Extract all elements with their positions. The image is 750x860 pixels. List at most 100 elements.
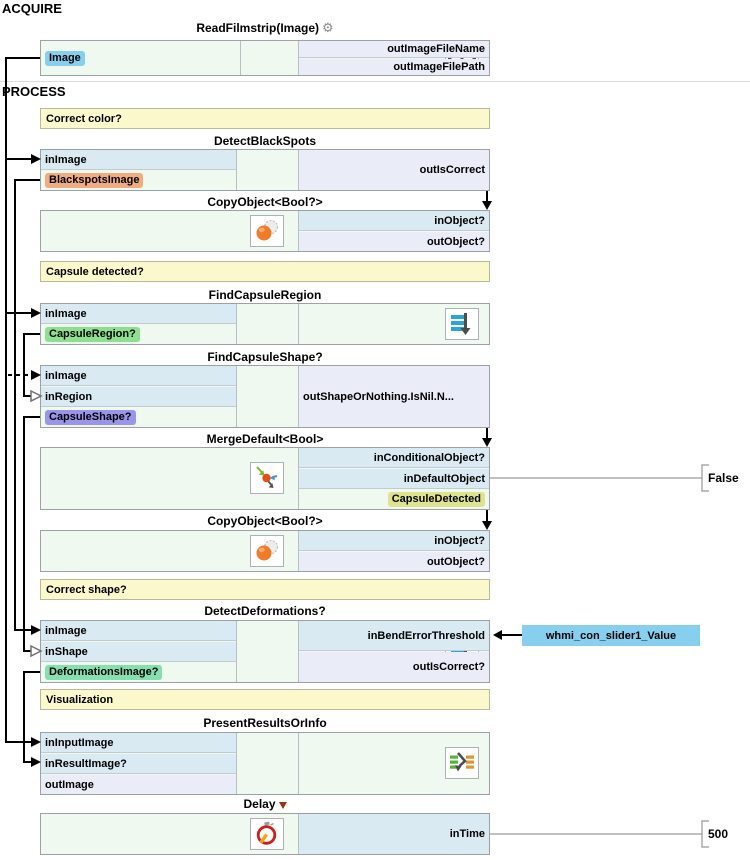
output-label-row[interactable]: CapsuleShape?	[41, 408, 236, 427]
port-label: inConditionalObject?	[373, 451, 485, 464]
input-port-row[interactable]: inDefaultObject	[299, 469, 489, 489]
wire-capsule-region	[23, 333, 40, 397]
filter-title-text: ReadFilmstrip(Image)	[196, 21, 320, 35]
wire-blackspots-image	[14, 179, 40, 631]
port-cell-image: Image	[41, 41, 241, 75]
output-label-row[interactable]: DeformationsImage?	[41, 663, 236, 682]
comment-capsule-detected[interactable]: Capsule detected?	[40, 261, 490, 282]
filter-title-copy-object-1[interactable]: CopyObject<Bool?>	[207, 195, 323, 209]
filter-block-find-capsule-region[interactable]: inImage CapsuleRegion?	[40, 303, 490, 345]
output-port-capsule-detected[interactable]: CapsuleDetected	[387, 492, 485, 507]
section-header-process: PROCESS	[2, 84, 66, 99]
macrofilter-steps-icon	[445, 308, 479, 340]
port-label: inInputImage	[45, 736, 114, 749]
input-port-row[interactable]: inObject?	[299, 531, 489, 551]
filter-title-find-capsule-region[interactable]: FindCapsuleRegion	[208, 288, 322, 302]
filter-block-present-results[interactable]: inInputImage inResultImage? outImage	[40, 732, 490, 795]
input-port-row[interactable]: inObject?	[299, 211, 489, 231]
filter-title-merge-default[interactable]: MergeDefault<Bool>	[206, 432, 324, 446]
filter-block-detect-deformations[interactable]: inImage inShape DeformationsImage? inBen…	[40, 620, 490, 683]
output-port-row[interactable]: outIsCorrect?	[299, 652, 489, 682]
icon-cell	[41, 531, 298, 571]
input-port-row[interactable]: inConditionalObject?	[299, 448, 489, 468]
input-ports: inImage inRegion CapsuleShape?	[41, 366, 237, 427]
output-port-capsule-shape[interactable]: CapsuleShape?	[45, 410, 136, 425]
port-label: inImage	[45, 153, 87, 166]
input-ports: inImage CapsuleRegion?	[41, 304, 237, 344]
input-port-row[interactable]: inBendErrorThreshold	[299, 621, 489, 651]
output-label-row[interactable]: BlackspotsImage	[41, 171, 236, 190]
section-divider	[0, 81, 750, 82]
output-port-blackspots-image[interactable]: BlackspotsImage	[45, 173, 144, 188]
input-port-row[interactable]: inImage	[41, 304, 236, 324]
icon-cell	[41, 814, 298, 854]
input-port-row[interactable]: inImage	[41, 150, 236, 170]
port-label: inImage	[45, 307, 87, 320]
output-ports	[298, 304, 489, 344]
output-port-deformations-image[interactable]: DeformationsImage?	[45, 665, 163, 680]
port-label: inShape	[45, 645, 88, 658]
filter-title-copy-object-2[interactable]: CopyObject<Bool?>	[207, 514, 323, 528]
port-label: inDefaultObject	[403, 472, 485, 485]
output-port-row[interactable]: outShapeOrNothing.IsNil.N...	[299, 366, 489, 427]
stopwatch-icon	[250, 818, 284, 850]
port-label: outShapeOrNothing.IsNil.N...	[303, 390, 454, 403]
filter-title-detect-black-spots[interactable]: DetectBlackSpots	[213, 134, 317, 148]
variant-merge-lists-icon	[445, 747, 479, 779]
output-port-row[interactable]: outObject?	[299, 552, 489, 571]
port-label: inObject?	[434, 214, 485, 227]
input-port-row[interactable]: inInputImage	[41, 733, 236, 753]
hmi-slider-reference[interactable]: whmi_con_slider1_Value	[522, 625, 700, 646]
filter-title-delay[interactable]: Delay	[40, 797, 490, 811]
input-port-row[interactable]: inTime	[299, 814, 489, 854]
gear-icon[interactable]: ⚙	[322, 20, 334, 36]
output-port-capsule-region[interactable]: CapsuleRegion?	[45, 327, 140, 342]
copy-object-spheres-icon	[250, 535, 284, 567]
comment-visualization[interactable]: Visualization	[40, 689, 490, 710]
port-label: inImage	[45, 624, 87, 637]
constant-value-delay[interactable]: 500	[708, 827, 729, 841]
filter-block-detect-black-spots[interactable]: inImage BlackspotsImage outIsCorrect	[40, 149, 490, 191]
output-port-row[interactable]: outImage	[41, 775, 236, 794]
input-port-row[interactable]: inImage	[41, 366, 236, 386]
port-label: inBendErrorThreshold	[367, 629, 485, 642]
output-label-row[interactable]: CapsuleRegion?	[41, 325, 236, 344]
filter-title-present-results[interactable]: PresentResultsOrInfo	[203, 716, 327, 730]
filter-block-delay[interactable]: inTime	[40, 813, 490, 855]
comment-correct-color[interactable]: Correct color?	[40, 108, 490, 129]
output-ports: outShapeOrNothing.IsNil.N...	[298, 366, 489, 427]
input-port-row[interactable]: inResultImage?	[41, 754, 236, 774]
filter-block-merge-default[interactable]: inConditionalObject? inDefaultObject Cap…	[40, 447, 490, 510]
port-label: outImageFilePath	[393, 61, 485, 73]
icon-cell	[236, 366, 479, 427]
input-port-row[interactable]: inShape	[41, 642, 236, 662]
input-ports: inImage inShape DeformationsImage?	[41, 621, 237, 682]
icon-cell	[236, 621, 479, 682]
filter-title-text: Delay	[243, 797, 276, 811]
filter-title-find-capsule-shape[interactable]: FindCapsuleShape?	[207, 350, 323, 364]
output-port-row[interactable]: outObject?	[299, 232, 489, 251]
constant-value-false[interactable]: False	[708, 471, 739, 485]
input-port-row[interactable]: inRegion	[41, 387, 236, 407]
output-port-row[interactable]: outImageFilePath	[299, 59, 489, 75]
output-label-row[interactable]: CapsuleDetected	[299, 490, 489, 509]
port-label: inObject?	[434, 534, 485, 547]
icon-cell	[41, 211, 298, 251]
output-port-row[interactable]: outIsCorrect	[299, 150, 489, 190]
filter-title-read-filmstrip[interactable]: ReadFilmstrip(Image) ⚙	[40, 21, 490, 35]
filter-block-find-capsule-shape[interactable]: inImage inRegion CapsuleShape? outShapeO…	[40, 365, 490, 428]
filter-block-read-filmstrip[interactable]: Image outImageFileName	[40, 40, 490, 76]
output-port-row[interactable]: outImageFileName	[299, 41, 489, 58]
icon-cell	[41, 448, 298, 509]
ports: inInputImage inResultImage? outImage	[41, 733, 237, 794]
filter-title-detect-deformations[interactable]: DetectDeformations?	[204, 604, 326, 618]
filter-block-copy-object-2[interactable]: inObject? outObject?	[40, 530, 490, 572]
copy-object-spheres-icon	[250, 215, 284, 247]
icon-cell	[236, 41, 479, 75]
filter-block-copy-object-1[interactable]: inObject? outObject?	[40, 210, 490, 252]
port-label: outIsCorrect	[419, 164, 485, 176]
output-port-image[interactable]: Image	[45, 50, 85, 66]
input-port-row[interactable]: inImage	[41, 621, 236, 641]
comment-correct-shape[interactable]: Correct shape?	[40, 579, 490, 600]
